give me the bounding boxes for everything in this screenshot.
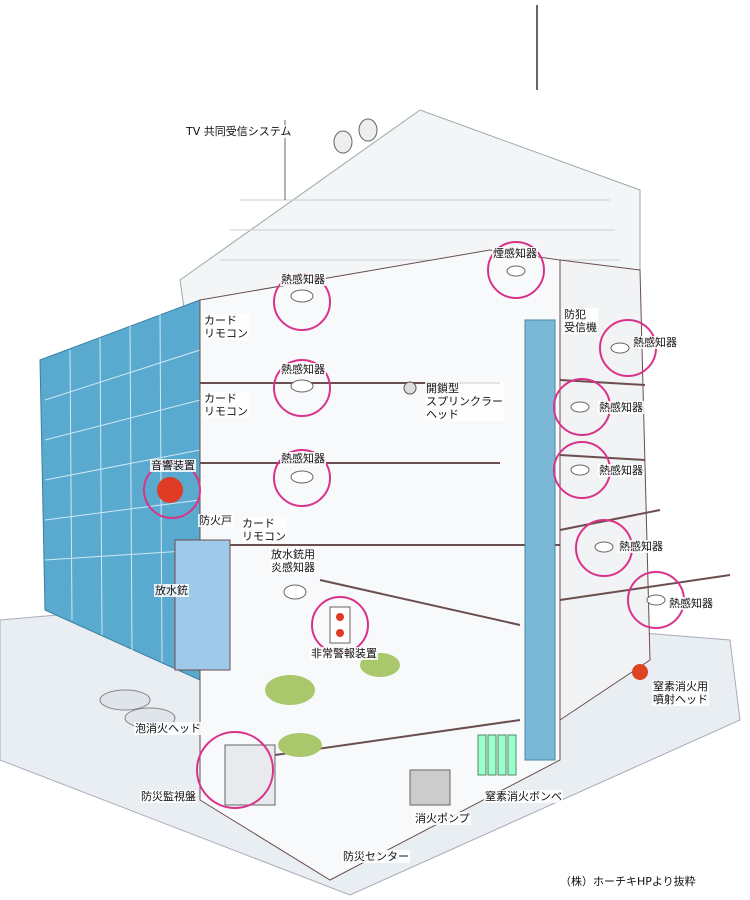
label-heat-r4: 熱感知器 [618, 540, 664, 553]
fire-pump [409, 769, 451, 806]
ring-heat-2 [273, 359, 331, 417]
label-foam-head: 泡消火ヘッド [134, 722, 202, 735]
ring-smoke [487, 241, 545, 299]
label-tv-antenna: TV 共同受信システム [185, 125, 293, 138]
source-credit: （株）ホーチキHPより抜粋 [560, 875, 696, 888]
label-heat-r2: 熱感知器 [598, 401, 644, 414]
label-nitrogen-head: 窒素消火用 噴射ヘッド [652, 680, 709, 706]
label-card-remote-1: カード リモコン [203, 314, 249, 340]
detector-devices [283, 265, 666, 606]
nitrogen-head [632, 664, 648, 680]
alarm-device [329, 606, 351, 644]
label-sprinkler: 開鎖型 スプリンクラー ヘッド [425, 382, 504, 421]
label-pump: 消火ポンプ [414, 812, 471, 825]
label-smoke: 煙感知器 [492, 247, 538, 260]
label-card-remote-2: カード リモコン [203, 392, 249, 418]
label-center: 防災センター [342, 850, 410, 863]
label-heat-r1: 熱感知器 [632, 336, 678, 349]
label-alarm: 非常警報装置 [310, 647, 378, 660]
ring-heat-3 [273, 449, 331, 507]
glass-grid [44, 313, 201, 663]
label-heat-r5: 熱感知器 [668, 597, 714, 610]
label-security-receiver: 防犯 受信機 [563, 308, 598, 334]
label-card-remote-3: カード リモコン [241, 517, 287, 543]
satellite-dish [333, 130, 353, 154]
elevator-shaft [524, 319, 556, 761]
stained-glass [174, 539, 231, 671]
ring-monitor [196, 731, 274, 809]
label-heat-3: 熱感知器 [280, 452, 326, 465]
nitrogen-cylinders [477, 734, 517, 776]
label-heat-r3: 熱感知器 [598, 464, 644, 477]
satellite-dish [358, 118, 378, 142]
car [99, 689, 151, 711]
bell-device [157, 477, 183, 503]
label-heat-2: 熱感知器 [280, 363, 326, 376]
label-bell: 音響装置 [150, 459, 196, 472]
monitor-panel [224, 744, 276, 806]
label-nitrogen-cylinder: 窒素消火ボンベ [484, 790, 563, 803]
label-monitor-panel: 防災監視盤 [140, 790, 197, 803]
tree [278, 733, 322, 757]
label-hydrant-detector: 放水銃用 炎感知器 [270, 548, 316, 574]
sprinkler-head [403, 381, 417, 395]
label-fire-door: 防火戸 [198, 514, 233, 527]
label-heat-1: 熱感知器 [280, 273, 326, 286]
tree [265, 675, 315, 705]
label-hydrant: 放水銃 [154, 584, 189, 597]
